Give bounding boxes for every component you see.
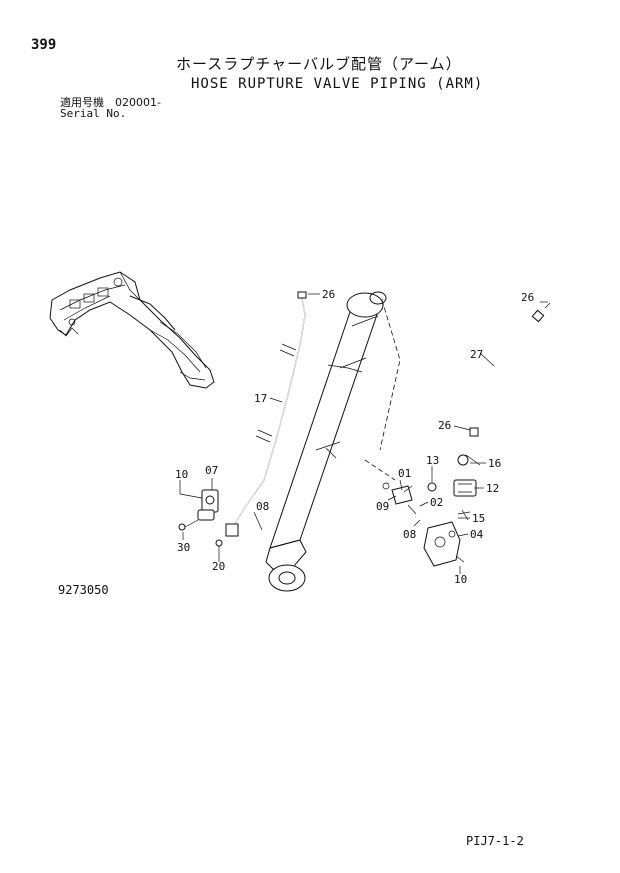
callout-01: 01 <box>398 467 411 480</box>
callout-10-right: 10 <box>454 573 467 586</box>
callout-15: 15 <box>472 512 485 525</box>
left-valve-assembly <box>178 489 223 556</box>
callout-10-left: 10 <box>175 468 188 481</box>
callout-13: 13 <box>426 454 439 467</box>
drawing-number: 9273050 <box>58 583 109 597</box>
callout-08-right: 08 <box>403 528 416 541</box>
callout-12: 12 <box>486 482 499 495</box>
callout-04: 04 <box>470 528 484 541</box>
callout-26-top-left: 26 <box>322 288 335 301</box>
pipe-17 <box>225 291 363 537</box>
callout-26-mid: 26 <box>438 419 451 432</box>
callout-08-left: 08 <box>256 500 269 513</box>
callout-16: 16 <box>488 457 501 470</box>
callout-30: 30 <box>177 541 190 554</box>
page-code: PIJ7-1-2 <box>466 834 524 848</box>
callout-17: 17 <box>254 392 267 405</box>
callout-07: 07 <box>205 464 218 477</box>
excavator-front-overview <box>49 271 215 389</box>
callout-09: 09 <box>376 500 389 513</box>
page-title-english: HOSE RUPTURE VALVE PIPING (ARM) <box>191 76 484 92</box>
callout-27: 27 <box>470 348 483 361</box>
hose-27 <box>469 302 551 437</box>
callout-20: 20 <box>212 560 225 573</box>
serial-label-english: Serial No. <box>60 107 127 120</box>
callout-26-top-right: 26 <box>521 291 534 304</box>
page-number: 399 <box>31 37 57 53</box>
callout-leaders <box>179 293 548 574</box>
callout-02: 02 <box>430 496 443 509</box>
arm-cylinder <box>265 291 401 592</box>
page-title-japanese: ホースラプチャーバルブ配管（アーム） <box>176 55 462 73</box>
serial-label-japanese: 適用号機 020001- <box>60 96 161 109</box>
